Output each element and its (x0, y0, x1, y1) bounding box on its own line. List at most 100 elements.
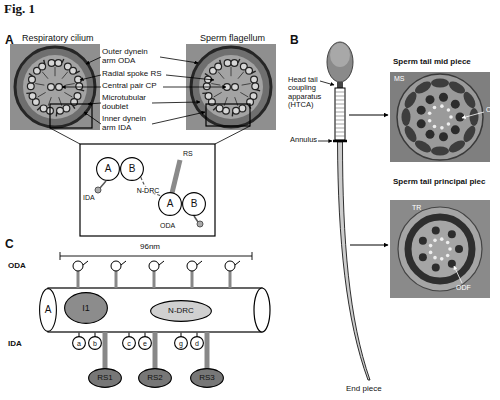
dense-fiber (419, 237, 427, 245)
outer-arm-head (73, 261, 83, 271)
midpiece-stripe (335, 136, 345, 137)
doublet-dot (433, 125, 437, 129)
cell-membrane (397, 74, 483, 160)
illustration-part (40, 105, 47, 112)
illustration-part (242, 84, 251, 86)
leader-arrow (163, 87, 226, 88)
node-label: B (129, 164, 136, 174)
shape-outline (191, 337, 204, 350)
illustration-part (251, 76, 258, 83)
structure-label: IDA (83, 194, 95, 202)
illustration-part (238, 72, 244, 79)
radial-spoke-stalk (153, 332, 158, 370)
node-label: N-DRC (168, 307, 194, 315)
shape-outline (191, 369, 224, 388)
dense-fiber (426, 130, 435, 139)
outer-arm-head (235, 261, 240, 265)
structure-label: End piece (346, 385, 382, 394)
leader-arrow (454, 266, 462, 283)
node-text-box: d (190, 336, 204, 350)
midpiece-stripe (335, 92, 345, 93)
node-label: RS3 (199, 374, 215, 382)
shape-outline (183, 193, 206, 216)
illustration-part (76, 83, 83, 90)
outer-arm-head (159, 261, 164, 265)
dense-fiber (432, 264, 440, 272)
shape-outline (151, 301, 212, 322)
link-label: N-DRC (136, 186, 161, 193)
inner-arm-circle: e (138, 336, 152, 350)
illustration-part (62, 72, 68, 79)
doublet-dot (446, 254, 450, 258)
doublet-dot (440, 104, 444, 108)
inner-arm (100, 181, 106, 188)
dense-fiber (456, 113, 465, 122)
tubule-end: A (39, 288, 57, 332)
structure-label: TR (412, 204, 421, 212)
illustration-part (216, 105, 223, 112)
panel-caption: Sperm flagellum (200, 34, 265, 44)
structure-label: Microtubular doublet (102, 94, 158, 112)
node-text-box: RS3 (190, 368, 224, 388)
illustration-part (56, 112, 58, 116)
leader-arrow (152, 102, 200, 103)
tubule-circle: B (120, 157, 144, 181)
outer-arm-stalk (191, 271, 194, 288)
illustration-part (57, 107, 64, 114)
shape-outline (123, 337, 136, 350)
leader-arrow (320, 81, 334, 85)
node-text-box: RS1 (88, 368, 122, 388)
illustration-part (56, 84, 63, 91)
illustration-part (214, 92, 222, 97)
node-text-box: A (96, 157, 120, 181)
radial-spoke-head: RS3 (190, 368, 224, 388)
illustration-part (218, 72, 224, 79)
node-text-box: B (182, 192, 206, 216)
midpiece-stripe (335, 120, 345, 121)
outer-arm-head (187, 261, 197, 271)
leader-arrow (86, 57, 101, 64)
leader-arrow (152, 112, 205, 124)
doublet-cylinder (48, 288, 262, 332)
zoom-line (215, 126, 250, 144)
node-label: a (77, 340, 81, 347)
midpiece-stripe (335, 96, 345, 97)
structure-label: RS (183, 150, 193, 158)
illustration-part (232, 112, 234, 116)
shape-outline (73, 337, 86, 350)
shape-outline (159, 193, 182, 216)
midpiece-stripe (335, 100, 345, 101)
mitochondrion (402, 108, 411, 126)
section-title: Sperm tail principal piec (393, 178, 499, 187)
dimension-label: 96nm (140, 243, 160, 252)
illustration-part (231, 60, 238, 67)
panel-letter: B (290, 34, 299, 47)
mitochondrion (431, 147, 449, 156)
structure-label: Outer dynein arm ODA (102, 48, 160, 66)
sperm-midpiece (335, 88, 345, 140)
shape-outline (89, 337, 102, 350)
illustration-part (35, 84, 44, 86)
doublet-dot (440, 257, 444, 261)
leader-arrow (62, 87, 101, 88)
structure-label: MS (394, 75, 405, 83)
mitochondrion (470, 108, 479, 126)
doublet-dot (428, 119, 432, 123)
inner-arm-circle: b (88, 336, 102, 350)
doublet-dot (433, 239, 437, 243)
doublet-dot (446, 241, 450, 245)
midpiece-stripe (335, 108, 345, 109)
micrograph-frame (390, 72, 490, 162)
illustration-part (211, 84, 220, 86)
node-text-box: N-DRC (150, 300, 212, 322)
leader-arrow (166, 75, 214, 80)
zoom-box (206, 104, 250, 126)
doublet-dot (429, 251, 433, 255)
illustration-part (80, 90, 84, 91)
shape-outline (97, 158, 120, 181)
shape-outline (139, 337, 152, 350)
dense-fiber (426, 95, 435, 104)
acrosome (330, 43, 350, 67)
outer-arm-stalk (115, 271, 118, 288)
